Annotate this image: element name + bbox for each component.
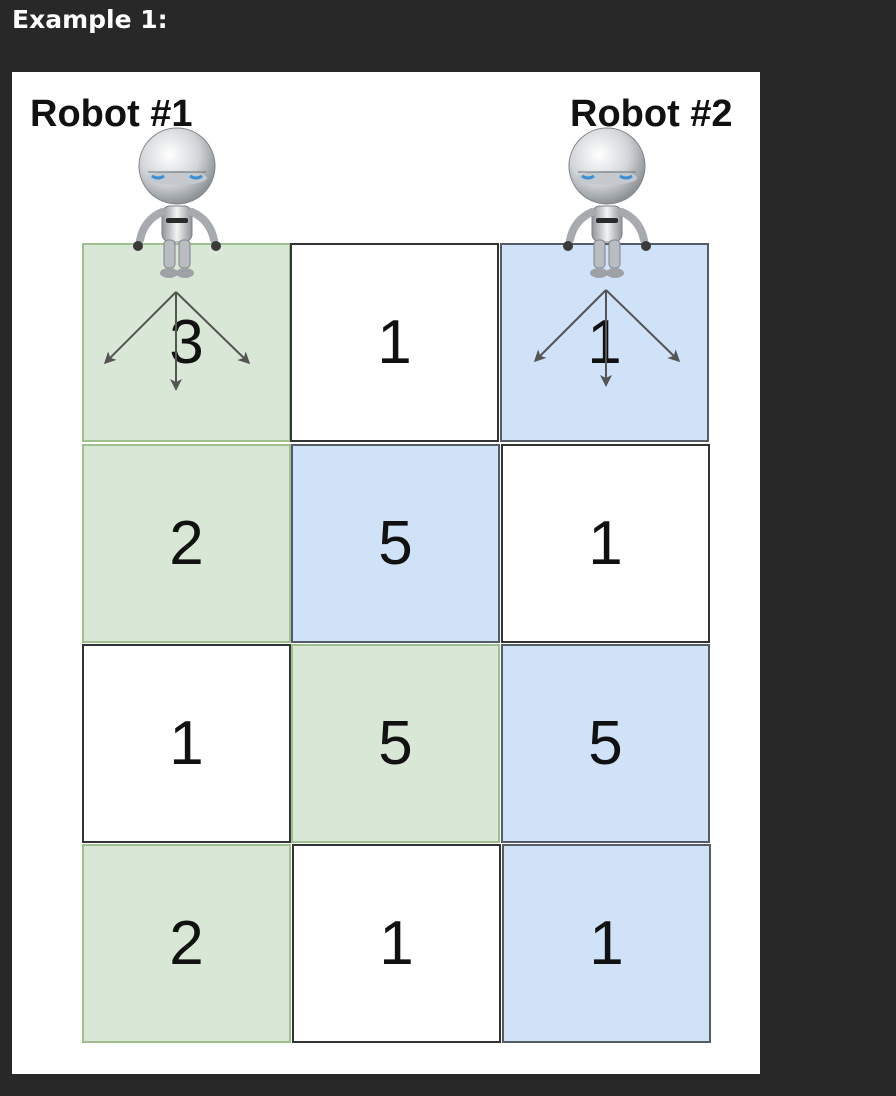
robot-icon bbox=[563, 127, 651, 278]
grid-cell-r3-c0: 2 bbox=[82, 844, 291, 1043]
grid-cell-r2-c1: 5 bbox=[291, 644, 500, 843]
grid-cell-r0-c1: 1 bbox=[290, 243, 499, 442]
example-heading: Example 1: bbox=[12, 5, 168, 34]
move-arrow-icon bbox=[175, 291, 251, 365]
robot-2-arrows bbox=[533, 289, 681, 387]
move-arrow-icon bbox=[103, 291, 177, 365]
robot-1-arrows bbox=[103, 291, 251, 391]
grid-cell-r2-c0: 1 bbox=[82, 644, 291, 843]
robot-2-label: Robot #2 bbox=[570, 93, 733, 135]
robot-icon bbox=[133, 127, 221, 278]
grid-cell-r1-c2: 1 bbox=[501, 444, 710, 643]
robot-1-label: Robot #1 bbox=[30, 93, 193, 135]
grid-cell-r3-c2: 1 bbox=[502, 844, 711, 1043]
move-arrow-icon bbox=[533, 289, 607, 363]
grid-cell-r2-c2: 5 bbox=[501, 644, 710, 843]
move-arrow-icon bbox=[605, 289, 681, 363]
grid-cell-r1-c0: 2 bbox=[82, 444, 291, 643]
grid-cell-r0-c0: 3 bbox=[82, 243, 291, 442]
diagram-panel: Robot #1 Robot #2 3 1 1 2 5 1 1 5 5 2 1 … bbox=[12, 72, 760, 1074]
move-arrows bbox=[103, 289, 681, 391]
grid-cell-r3-c1: 1 bbox=[292, 844, 501, 1043]
grid-cell-r1-c1: 5 bbox=[291, 444, 500, 643]
